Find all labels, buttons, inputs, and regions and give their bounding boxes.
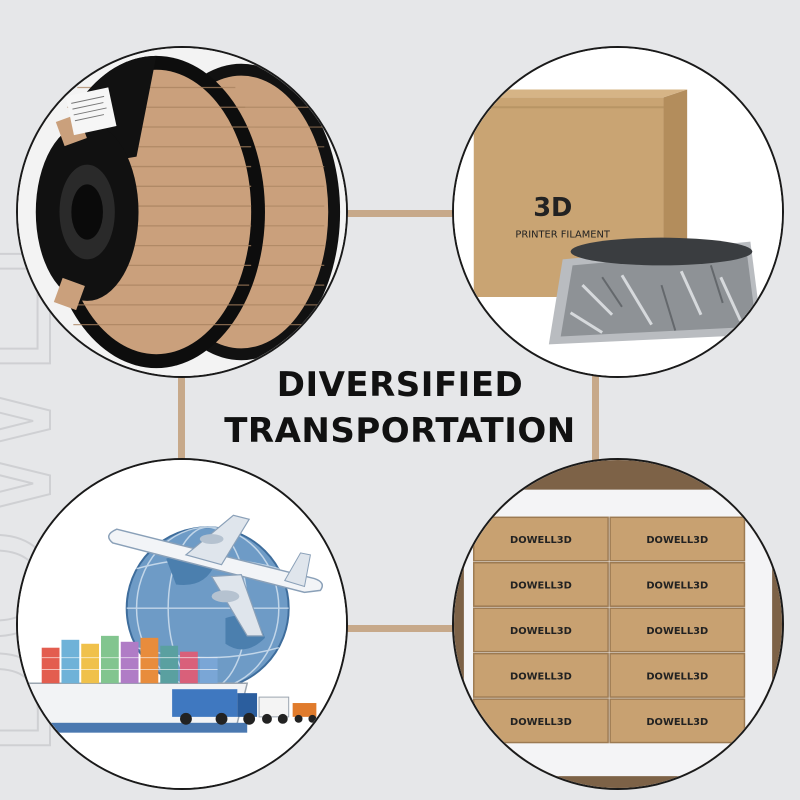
packaging-box-photo: 3D PRINTER FILAMENT — [452, 46, 784, 378]
carton-brand-6: DOWELL3D — [646, 626, 708, 637]
logistics-illustration — [18, 460, 346, 788]
box-subtitle: PRINTER FILAMENT — [515, 230, 610, 241]
carton-brand-9: DOWELL3D — [510, 717, 572, 728]
connector-bottom — [330, 625, 470, 632]
connector-left — [178, 360, 185, 460]
spools-photo — [16, 46, 348, 378]
carton-brand-4: DOWELL3D — [646, 580, 708, 591]
headline: DIVERSIFIED TRANSPORTATION — [200, 362, 600, 454]
carton-brand-5: DOWELL3D — [510, 626, 572, 637]
box-title: 3D — [533, 193, 572, 223]
carton-brand-8: DOWELL3D — [646, 671, 708, 682]
headline-line-2: TRANSPORTATION — [224, 411, 576, 451]
carton-brand-1: DOWELL3D — [510, 535, 572, 546]
logistics-photo — [16, 458, 348, 790]
filament-box-illustration: 3D PRINTER FILAMENT — [454, 48, 782, 376]
headline-line-1: DIVERSIFIED — [276, 365, 524, 405]
carton-brand-7: DOWELL3D — [510, 671, 572, 682]
airplane — [108, 514, 323, 637]
filament-spools-illustration — [18, 48, 346, 376]
connector-top — [330, 210, 470, 217]
carton-brand-3: DOWELL3D — [510, 580, 572, 591]
carton-of-boxes-illustration: DOWELL3D DOWELL3D DOWELL3D DOWELL3D DOWE… — [454, 460, 782, 788]
boxed-cartons-photo: DOWELL3D DOWELL3D DOWELL3D DOWELL3D DOWE… — [452, 458, 784, 790]
carton-brand-10: DOWELL3D — [646, 717, 708, 728]
carton-brand-2: DOWELL3D — [646, 535, 708, 546]
connector-right — [592, 360, 599, 460]
